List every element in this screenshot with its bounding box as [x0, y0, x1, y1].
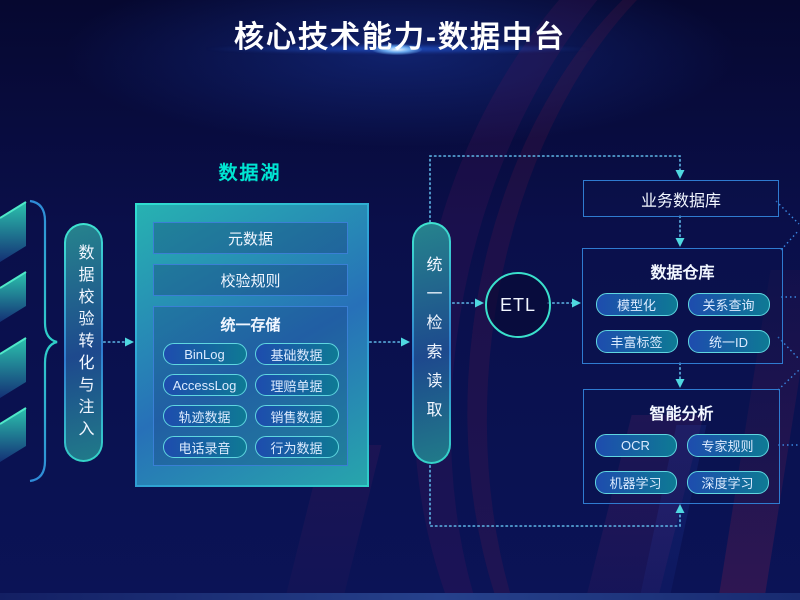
metadata-box: 元数据 [153, 222, 348, 254]
right-edge-rays [775, 200, 800, 446]
storage-tag: 轨迹数据 [162, 405, 247, 427]
intelligent-analysis-box: 智能分析 OCR 专家规则 机器学习 深度学习 [583, 389, 780, 504]
retrieval-pill: 统一检索读取 [412, 222, 451, 464]
data-warehouse-title: 数据仓库 [650, 265, 715, 282]
storage-tag: 电话录音 [162, 436, 247, 458]
analysis-tag: 机器学习 [594, 471, 677, 494]
storage-tag: 理赔单据 [254, 374, 339, 396]
storage-tag: BinLog [162, 343, 247, 365]
page-title: 核心技术能力-数据中台 [234, 21, 566, 54]
retrieval-label: 统一检索读取 [423, 256, 441, 430]
data-warehouse-box: 数据仓库 模型化 关系查询 丰富标签 统一ID [582, 248, 783, 364]
warehouse-tag: 关系查询 [687, 293, 770, 316]
storage-tag: 行为数据 [254, 436, 339, 458]
validation-rules-box: 校验规则 [153, 264, 348, 296]
intelligent-analysis-title: 智能分析 [649, 406, 714, 423]
brace-shape [29, 199, 58, 483]
warehouse-tag: 统一ID [687, 330, 770, 353]
title-glow-flare [372, 44, 422, 55]
business-database-box: 业务数据库 [583, 180, 779, 217]
storage-tag: 基础数据 [254, 343, 339, 365]
bottom-accent-bar [0, 593, 800, 600]
etl-circle: ETL [485, 272, 551, 338]
warehouse-tag: 丰富标签 [595, 330, 678, 353]
data-lake-label: 数据湖 [218, 163, 282, 184]
storage-tag: 销售数据 [254, 405, 339, 427]
ingest-pipeline-pill: 数据校验转化与注入 [64, 223, 103, 462]
analysis-tag-grid: OCR 专家规则 机器学习 深度学习 [584, 434, 779, 494]
analysis-tag: 深度学习 [686, 471, 769, 494]
warehouse-tag-grid: 模型化 关系查询 丰富标签 统一ID [583, 293, 782, 353]
analysis-tag: 专家规则 [686, 434, 769, 457]
storage-tag: AccessLog [162, 374, 247, 396]
ingest-pipeline-label: 数据校验转化与注入 [75, 243, 93, 442]
flow-arrowheads [125, 170, 685, 513]
warehouse-tag: 模型化 [595, 293, 678, 316]
unified-storage-title: 统一存储 [220, 317, 281, 334]
title-glow-line [165, 42, 685, 56]
data-lake-box: 元数据 校验规则 统一存储 BinLog 基础数据 AccessLog 理赔单据… [135, 203, 369, 487]
storage-tag-grid: BinLog 基础数据 AccessLog 理赔单据 轨迹数据 销售数据 电话录… [154, 343, 347, 458]
source-data-cubes [0, 201, 27, 462]
flow-lines [98, 155, 681, 527]
unified-storage-box: 统一存储 BinLog 基础数据 AccessLog 理赔单据 轨迹数据 销售数… [153, 306, 348, 466]
analysis-tag: OCR [594, 434, 677, 457]
